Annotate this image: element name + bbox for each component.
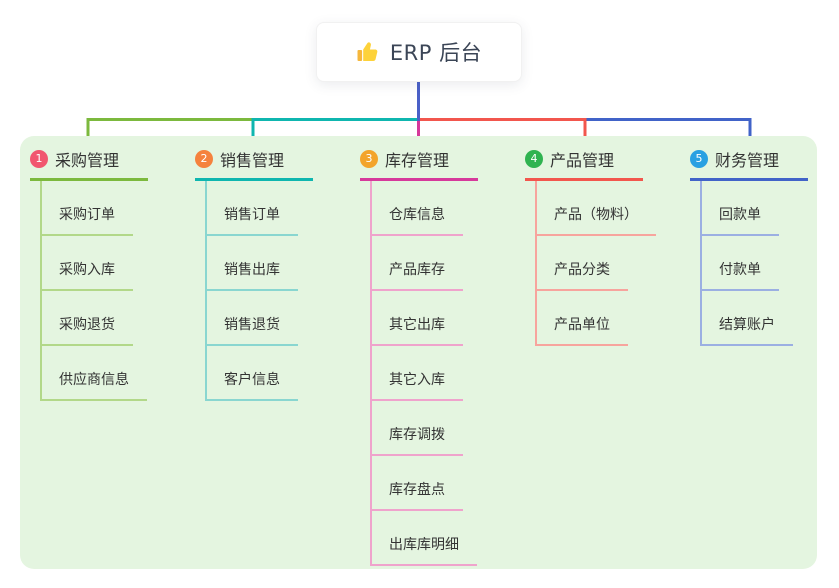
branch-number-badge: 4 — [525, 150, 543, 168]
branch-title: 产品管理 — [550, 151, 615, 170]
thumbs-up-icon — [356, 40, 380, 64]
branch-header[interactable]: 1 采购管理 — [30, 148, 148, 181]
child-topic-label: 仓库信息 — [389, 207, 445, 223]
child-topic-label: 回款单 — [719, 207, 761, 223]
child-topic[interactable]: 销售订单 — [207, 181, 298, 236]
child-topic-label: 产品（物料） — [554, 207, 638, 223]
branch-header[interactable]: 5 财务管理 — [690, 148, 808, 181]
child-topic[interactable]: 采购退货 — [42, 291, 133, 346]
child-topic-label: 采购退货 — [59, 317, 115, 333]
child-topic-label: 其它出库 — [389, 317, 445, 333]
branch-header[interactable]: 3 库存管理 — [360, 148, 478, 181]
child-topic[interactable]: 采购入库 — [42, 236, 133, 291]
child-topic[interactable]: 采购订单 — [42, 181, 133, 236]
child-topic-label: 供应商信息 — [59, 372, 129, 388]
child-topic[interactable]: 产品（物料） — [537, 181, 656, 236]
child-topic-label: 库存盘点 — [389, 482, 445, 498]
child-topic-label: 库存调拨 — [389, 427, 445, 443]
child-topic-label: 结算账户 — [719, 317, 775, 333]
child-topic-label: 采购入库 — [59, 262, 115, 278]
branch-title: 财务管理 — [715, 151, 780, 170]
root-title: ERP 后台 — [389, 41, 483, 65]
branch-children: 采购订单 采购入库 采购退货 供应商信息 — [40, 181, 148, 401]
branch-header[interactable]: 2 销售管理 — [195, 148, 313, 181]
child-topic[interactable]: 供应商信息 — [42, 346, 147, 401]
child-topic-label: 采购订单 — [59, 207, 115, 223]
branch: 5 财务管理 回款单 付款单 结算账户 — [690, 148, 808, 346]
branch: 1 采购管理 采购订单 采购入库 采购退货 供应商信息 — [30, 148, 148, 401]
branch-title: 销售管理 — [220, 151, 285, 170]
branch-header[interactable]: 4 产品管理 — [525, 148, 643, 181]
branches-panel: 1 采购管理 采购订单 采购入库 采购退货 供应商信息 2 销售管理 销售订单 … — [20, 136, 817, 569]
branch-children: 仓库信息 产品库存 其它出库 其它入库 库存调拨 库存盘点 出库库明细 — [370, 181, 478, 566]
child-topic-label: 销售出库 — [224, 262, 280, 278]
child-topic[interactable]: 其它入库 — [372, 346, 463, 401]
child-topic[interactable]: 销售出库 — [207, 236, 298, 291]
branch: 3 库存管理 仓库信息 产品库存 其它出库 其它入库 库存调拨 库存盘点 出库库… — [360, 148, 478, 566]
child-topic[interactable]: 销售退货 — [207, 291, 298, 346]
child-topic[interactable]: 结算账户 — [702, 291, 793, 346]
child-topic[interactable]: 回款单 — [702, 181, 779, 236]
child-topic[interactable]: 库存调拨 — [372, 401, 463, 456]
child-topic[interactable]: 产品单位 — [537, 291, 628, 346]
branch: 2 销售管理 销售订单 销售出库 销售退货 客户信息 — [195, 148, 313, 401]
branch-number-badge: 3 — [360, 150, 378, 168]
child-topic-label: 其它入库 — [389, 372, 445, 388]
child-topic[interactable]: 仓库信息 — [372, 181, 463, 236]
child-topic-label: 出库库明细 — [389, 537, 459, 553]
branch-children: 产品（物料） 产品分类 产品单位 — [535, 181, 656, 346]
child-topic-label: 付款单 — [719, 262, 761, 278]
branch: 4 产品管理 产品（物料） 产品分类 产品单位 — [525, 148, 656, 346]
branch-number-badge: 2 — [195, 150, 213, 168]
child-topic[interactable]: 其它出库 — [372, 291, 463, 346]
child-topic-label: 客户信息 — [224, 372, 280, 388]
child-topic[interactable]: 产品分类 — [537, 236, 628, 291]
root-node[interactable]: ERP 后台 — [316, 22, 522, 82]
child-topic-label: 产品库存 — [389, 262, 445, 278]
branch-title: 库存管理 — [385, 151, 450, 170]
child-topic[interactable]: 付款单 — [702, 236, 779, 291]
child-topic-label: 销售订单 — [224, 207, 280, 223]
child-topic[interactable]: 出库库明细 — [372, 511, 477, 566]
child-topic-label: 产品单位 — [554, 317, 610, 333]
child-topic-label: 产品分类 — [554, 262, 610, 278]
child-topic-label: 销售退货 — [224, 317, 280, 333]
child-topic[interactable]: 产品库存 — [372, 236, 463, 291]
branch-title: 采购管理 — [55, 151, 120, 170]
branch-number-badge: 5 — [690, 150, 708, 168]
branch-number-badge: 1 — [30, 150, 48, 168]
branch-children: 回款单 付款单 结算账户 — [700, 181, 808, 346]
child-topic[interactable]: 客户信息 — [207, 346, 298, 401]
branch-children: 销售订单 销售出库 销售退货 客户信息 — [205, 181, 313, 401]
child-topic[interactable]: 库存盘点 — [372, 456, 463, 511]
